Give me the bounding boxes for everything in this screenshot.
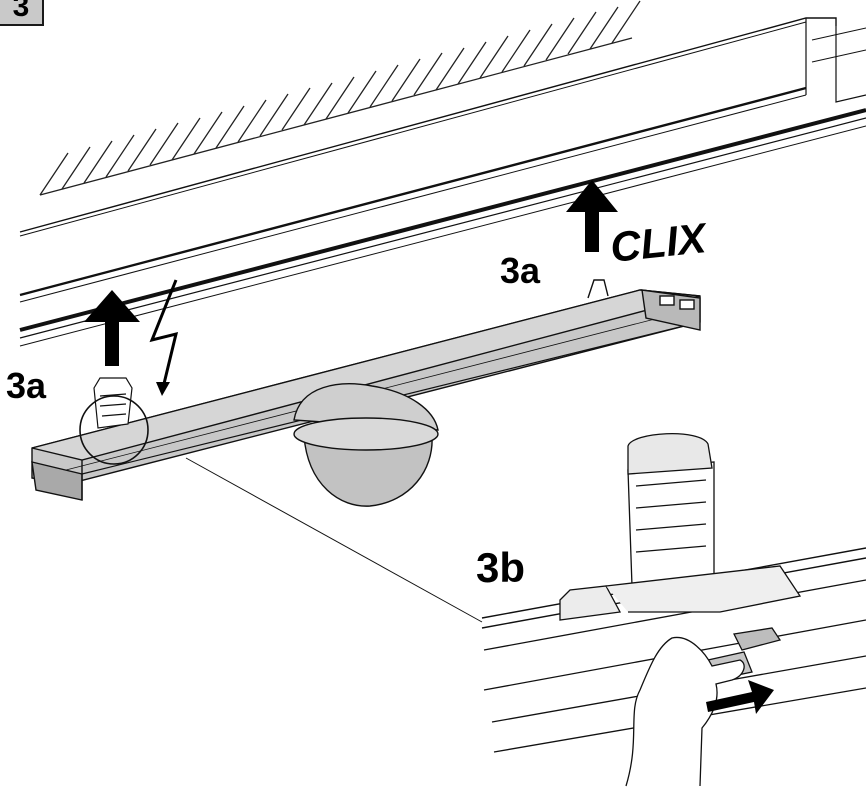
detail-leader-line [185,457,483,623]
label-3a-top: 3a [500,250,541,291]
up-arrow-icon [84,290,140,366]
lightning-icon [149,279,179,393]
sensor-dome [293,383,439,507]
hand-icon [625,636,745,787]
detail-view [481,432,866,753]
left-clip [93,377,133,429]
step-number-tab: 3 [0,0,44,26]
detail-circle-icon [79,395,149,465]
label-clix: CLIX [608,214,711,271]
step-number: 3 [12,0,30,23]
right-arrow-icon [706,680,774,714]
label-3a-left: 3a [6,365,47,406]
label-3b: 3b [476,544,525,591]
mounting-rail [19,17,866,347]
up-arrow-icon [566,180,618,252]
ceiling-hatching [39,0,641,196]
